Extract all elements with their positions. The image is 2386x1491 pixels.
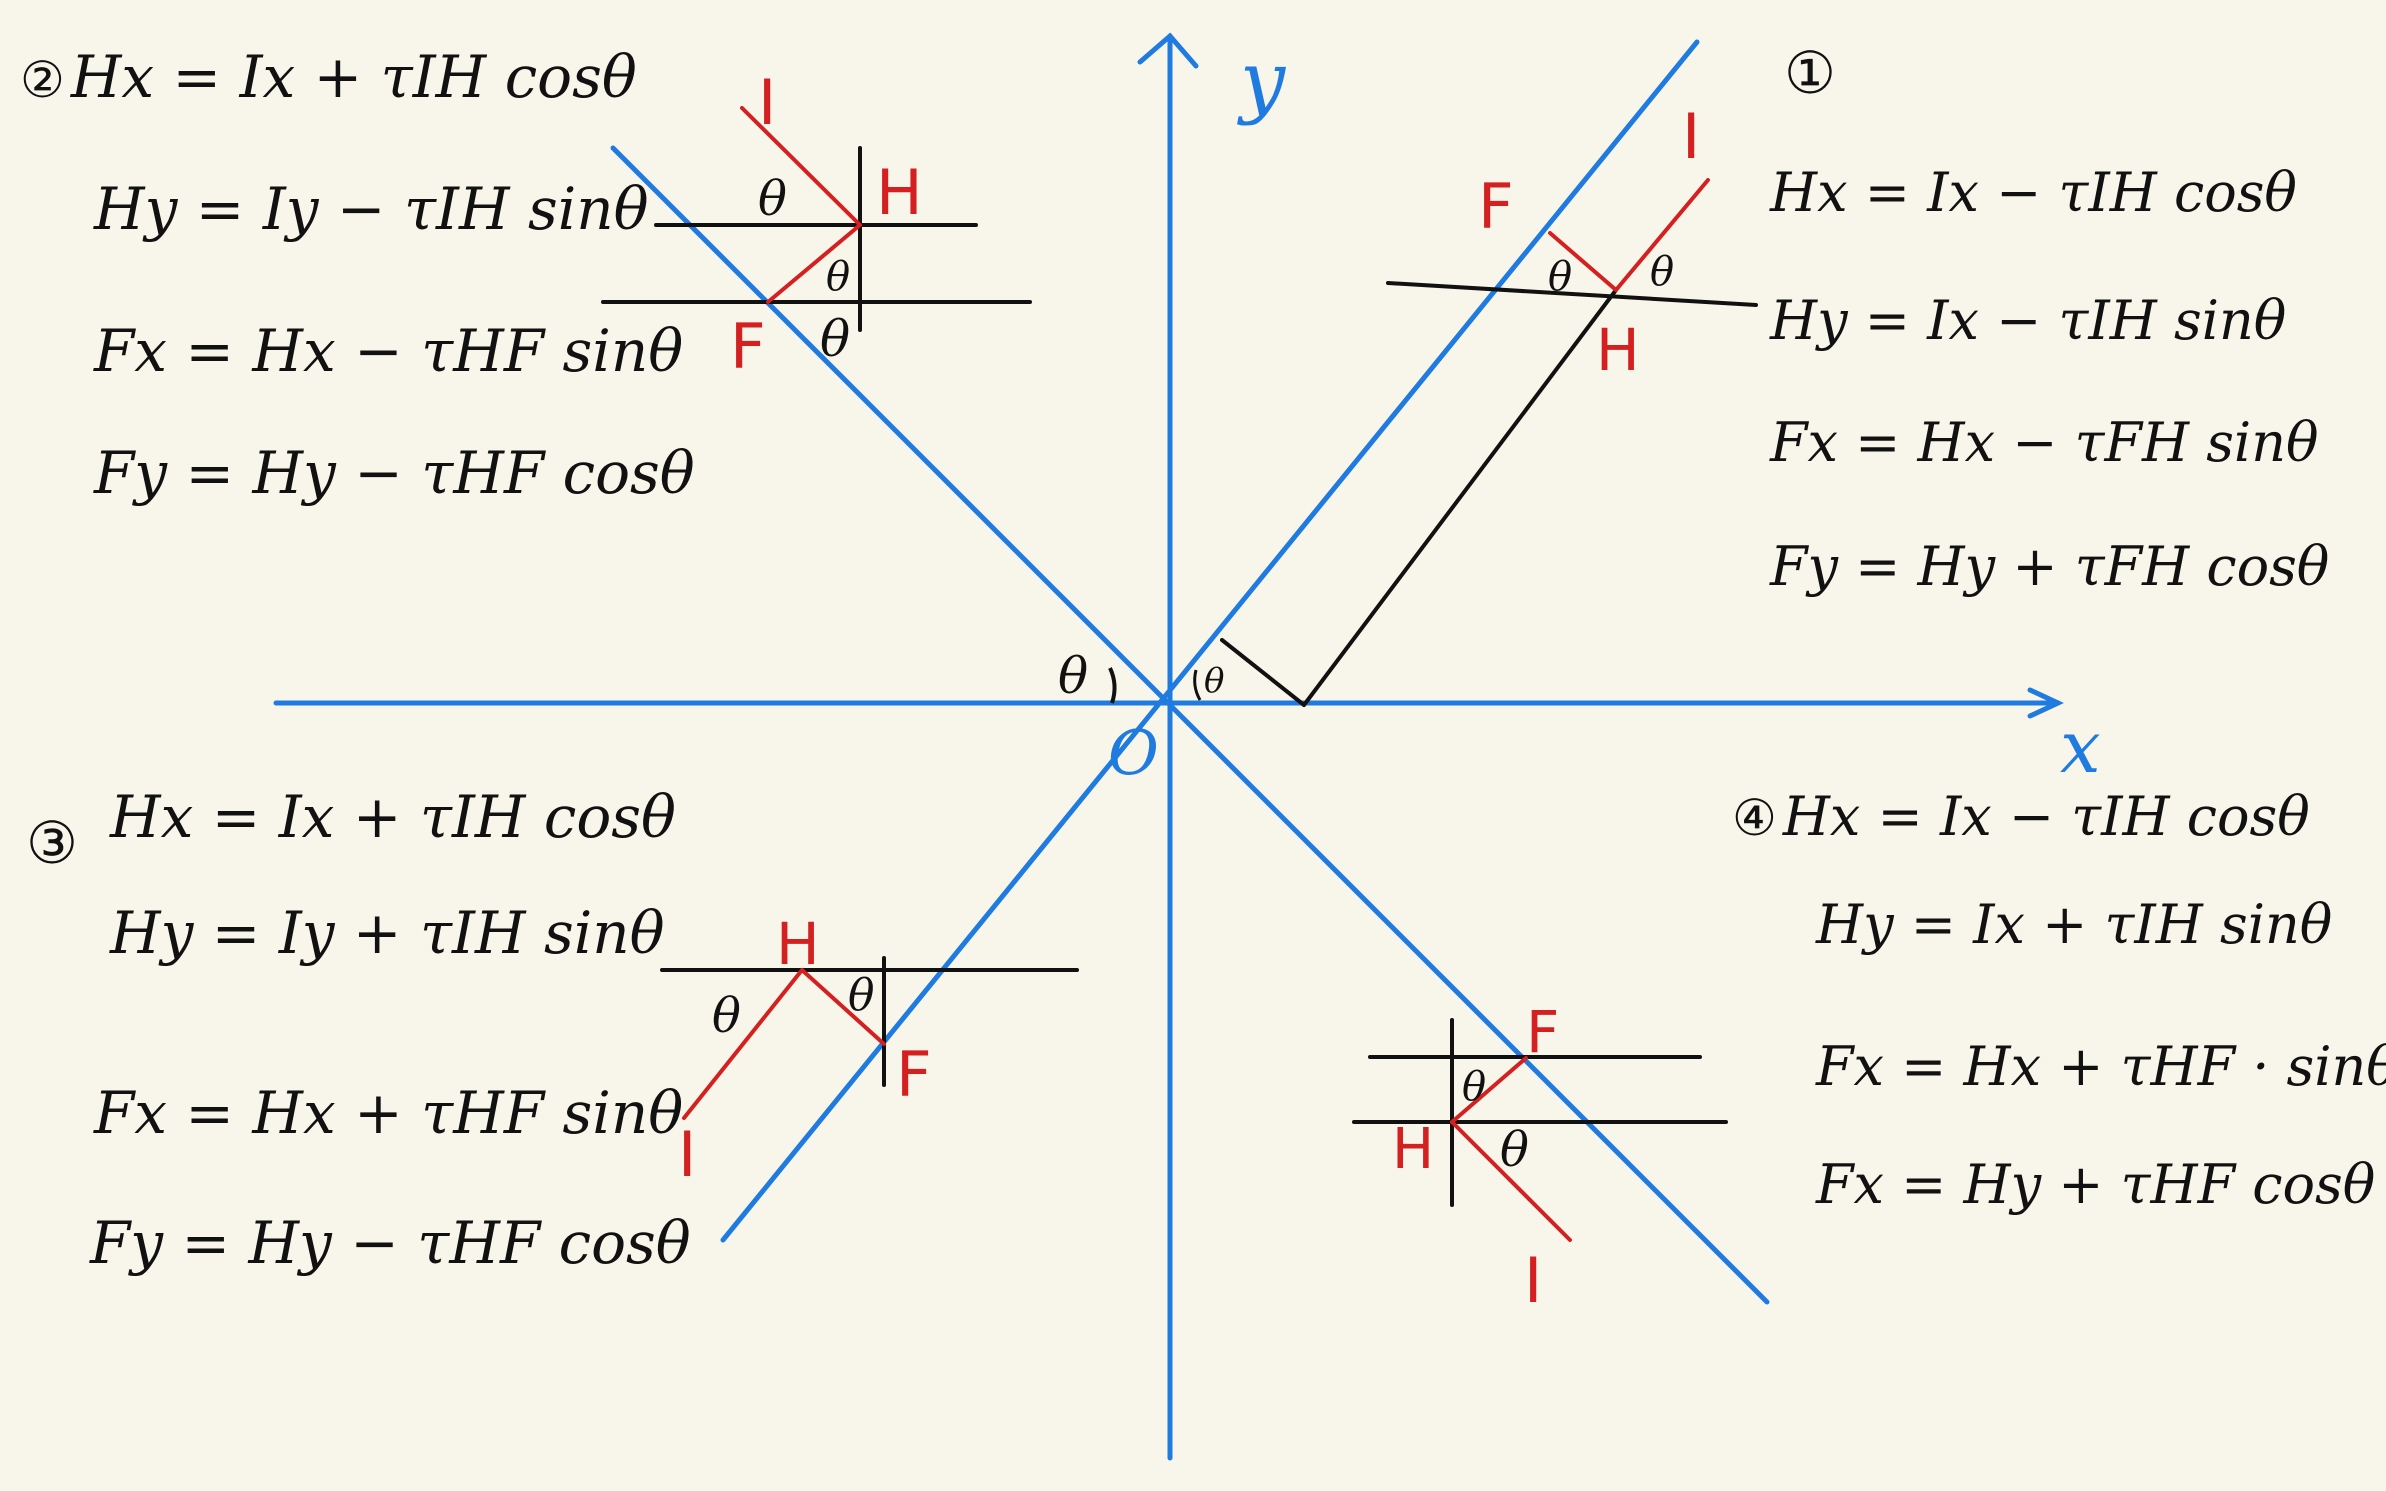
- q1-red-HF: [1548, 231, 1618, 292]
- q4-label-H: H: [1392, 1117, 1434, 1182]
- q4-theta-1: θ: [1462, 1064, 1486, 1110]
- x-axis-label: x: [2060, 705, 2101, 789]
- q2-red-IH: [740, 106, 862, 227]
- q2-theta-1: θ: [758, 171, 787, 227]
- q3-theta-2: θ: [848, 970, 875, 1021]
- q2-label-F: F: [730, 310, 766, 383]
- q1-label-I: I: [1682, 100, 1700, 173]
- q3-number: ③: [26, 809, 78, 877]
- diagonal-line-negative: [610, 145, 1770, 1305]
- q4-equation-2: Hy = Ix + τIH sinθ: [1816, 893, 2333, 956]
- q1-perpendicular: [1220, 638, 1306, 707]
- q2-theta-3: θ: [820, 310, 850, 368]
- q1-theta-1: θ: [1548, 254, 1572, 300]
- q4-red-HF: [1450, 1056, 1528, 1124]
- q3-equation-3: Fx = Hx + τHF sinθ: [94, 1079, 684, 1147]
- q4-label-F: F: [1526, 998, 1559, 1066]
- q3-red-IH: [682, 968, 804, 1120]
- q1-number: ①: [1784, 39, 1836, 107]
- origin-theta-right: θ: [1204, 661, 1224, 701]
- q3-theta-1: θ: [712, 988, 741, 1044]
- origin-angle-arc-left: [1108, 667, 1117, 704]
- y-axis-arrow: [1137, 32, 1199, 69]
- q2-theta-2: θ: [826, 254, 850, 300]
- q1-parallel-line: [1302, 288, 1618, 707]
- q3-label-H: H: [776, 910, 820, 978]
- q1-equation-3: Fx = Hx − τFH sinθ: [1770, 411, 2319, 474]
- origin-angle-arc-right: [1193, 669, 1202, 701]
- q3-label-I: I: [678, 1118, 696, 1191]
- q1-theta-2: θ: [1650, 249, 1674, 295]
- q2-equation-4: Fy = Hy − τHF cosθ: [94, 439, 695, 507]
- q4-label-I: I: [1524, 1244, 1542, 1317]
- q3-equation-2: Hy = Iy + τIH sinθ: [110, 899, 665, 967]
- q1-equation-1: Hx = Ix − τIH cosθ: [1770, 161, 2297, 224]
- q2-equation-3: Fx = Hx − τHF sinθ: [94, 317, 684, 385]
- origin-label: O: [1108, 716, 1159, 789]
- y-axis-label: y: [1237, 34, 1287, 127]
- x-axis-arrow: [2027, 687, 2064, 719]
- q3-label-F: F: [896, 1038, 932, 1111]
- q4-red-HI: [1450, 1120, 1572, 1242]
- q2-number: ②: [20, 51, 65, 109]
- q2-label-H: H: [876, 156, 923, 229]
- origin-theta-left: θ: [1058, 647, 1088, 705]
- q4-eq1-text: Hx = Ix − τIH cosθ: [1782, 785, 2310, 848]
- q1-red-IH: [1614, 178, 1710, 292]
- q4-number: ④: [1732, 789, 1777, 847]
- q1-equation-2: Hy = Ix − τIH sinθ: [1770, 289, 2287, 352]
- q4-equation-3: Fx = Hx + τHF · sinθ: [1816, 1035, 2386, 1098]
- q4-equation-4: Fx = Hy + τHF cosθ: [1816, 1153, 2376, 1216]
- q2-eq1-text: Hx = Ix + τIH cosθ: [70, 43, 637, 111]
- q3-equation-1: Hx = Ix + τIH cosθ: [110, 783, 676, 851]
- q3-equation-4: Fy = Hy − τHF cosθ: [90, 1209, 691, 1277]
- q1-horizontal-line: [1386, 281, 1758, 307]
- q1-label-H: H: [1596, 316, 1640, 384]
- q2-label-I: I: [758, 66, 776, 139]
- q4-theta-2: θ: [1500, 1122, 1529, 1178]
- q2-equation-2: Hy = Iy − τIH sinθ: [94, 175, 649, 243]
- q3-red-HF: [800, 968, 886, 1046]
- q2-red-HF: [766, 223, 862, 304]
- q1-equation-4: Fy = Hy + τFH cosθ: [1770, 535, 2330, 598]
- q1-label-F: F: [1478, 170, 1514, 243]
